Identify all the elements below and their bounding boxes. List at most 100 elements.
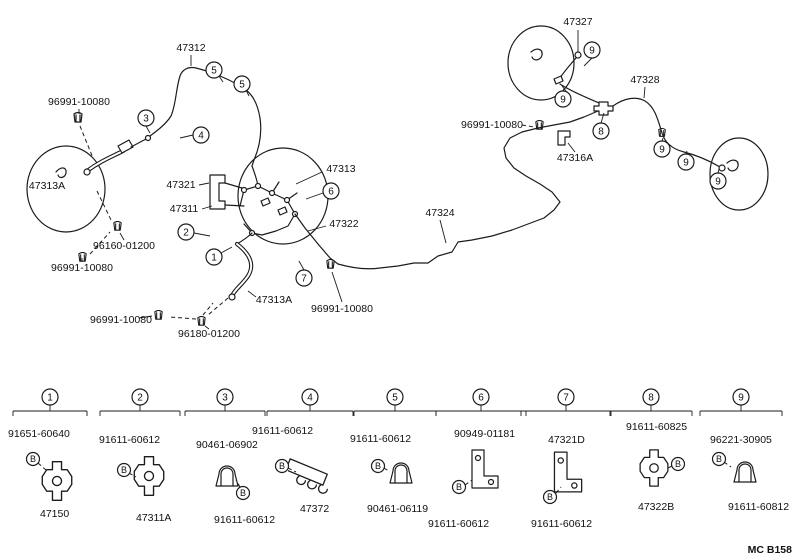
callout-9a: 9 [583, 41, 601, 67]
brake-line-47328 [612, 97, 769, 211]
callout-7: 7 [295, 260, 313, 287]
callout-5a-num: 5 [211, 66, 217, 77]
brake-line-47312 [149, 66, 262, 167]
callout-4: 4 [179, 126, 210, 144]
legend-part-bottom-9: 91611-60812 [728, 501, 789, 513]
part-label-47322: 47322 [329, 218, 358, 230]
legend-glyph-8 [639, 449, 669, 487]
legend-part-top-1: 91651-60640 [8, 428, 70, 440]
part-label-47327: 47327 [563, 16, 592, 28]
part-label-96160: 96160-01200 [93, 240, 155, 252]
callout-9e: 9 [709, 168, 727, 190]
part-label-47316A: 47316A [557, 152, 593, 164]
badge-b-1: B [30, 454, 36, 464]
badge-b-8: B [675, 459, 681, 469]
legend-part-bottom-3: 91611-60612 [214, 514, 275, 526]
figure-code: MC B158 [748, 544, 793, 556]
legend-glyph-1 [41, 461, 73, 501]
legend-part-bottom-6: 91611-60612 [428, 518, 489, 530]
legend-item-1: 1 91651-60640 B 47150 [8, 388, 88, 520]
callout-1: 1 [205, 246, 233, 266]
legend-part-bottom-2: 47311A [136, 512, 171, 524]
part-label-47313: 47313 [326, 163, 355, 175]
legend-part-top-4: 91611-60612 [252, 425, 313, 437]
legend-num-6: 6 [478, 393, 484, 404]
callout-8-num: 8 [598, 127, 604, 138]
callout-9b: 9 [554, 85, 572, 108]
callout-3: 3 [137, 109, 155, 134]
legend-num-4: 4 [307, 393, 313, 404]
callout-9d: 9 [677, 150, 695, 171]
clamp-96991-lower [154, 297, 229, 326]
legend-part-top-5: 91611-60612 [350, 433, 411, 445]
legend-part-bottom-7: 91611-60612 [531, 518, 592, 530]
badge-b-3: B [240, 488, 246, 498]
clamp-96160 [96, 190, 122, 231]
legend-glyph-9 [733, 461, 757, 483]
brake-line-47324 [337, 107, 604, 270]
legend-num-8: 8 [648, 393, 654, 404]
leader-96991-mid-rear [521, 124, 535, 128]
label-leaders [78, 55, 646, 330]
legend-item-3: 3 90461-06902 B 91611-60612 [184, 388, 275, 526]
callout-4-num: 4 [198, 131, 204, 142]
bracket-47316A [557, 130, 571, 146]
legend-num-9: 9 [738, 393, 744, 404]
legend-part-bottom-5: 90461-06119 [367, 503, 428, 515]
callout-3-num: 3 [143, 114, 149, 125]
callout-9b-num: 9 [560, 95, 566, 106]
badge-b-2: B [121, 465, 127, 475]
legend-part-top-6: 90949-01181 [454, 428, 515, 440]
part-label-47313A-lower: 47313A [256, 294, 292, 306]
badge-b-6: B [456, 482, 462, 492]
legend-num-7: 7 [563, 393, 569, 404]
callout-9d-num: 9 [683, 158, 689, 169]
legend-part-top-9: 96221-30905 [710, 434, 772, 446]
legend-glyph-5 [389, 462, 413, 484]
callout-5b-num: 5 [239, 80, 245, 91]
center-junction-cluster [209, 147, 339, 265]
callout-2: 2 [177, 223, 211, 241]
part-label-96991-d: 96991-10080 [311, 303, 373, 315]
callout-6-num: 6 [328, 187, 334, 198]
legend-item-5: 5 91611-60612 B 90461-06119 [350, 388, 437, 515]
callout-9c-num: 9 [659, 145, 665, 156]
front-left-hose-assembly [26, 134, 152, 233]
part-label-47313A-left: 47313A [29, 180, 65, 192]
legend-num-2: 2 [137, 393, 143, 404]
part-label-96991-b: 96991-10080 [461, 119, 523, 131]
legend-part-bottom-1: 47150 [40, 508, 69, 520]
callout-8: 8 [592, 112, 610, 140]
part-label-47312: 47312 [176, 42, 205, 54]
legend-item-7: 7 47321D B 91611-60612 [520, 388, 612, 530]
hose-47313A-lower [228, 241, 254, 301]
callout-5b: 5 [233, 75, 251, 97]
clamp-96991-front [73, 112, 94, 159]
part-label-96991-a: 96991-10080 [48, 96, 110, 108]
badge-b-5: B [375, 461, 381, 471]
legend-glyph-4 [288, 458, 328, 494]
part-label-47311: 47311 [170, 203, 199, 215]
legend-part-bottom-8: 47322B [638, 501, 674, 513]
legend-part-top-8: 91611-60825 [626, 421, 687, 433]
badge-b-7: B [547, 492, 553, 502]
callout-2-num: 2 [183, 228, 189, 239]
part-label-47321: 47321 [166, 179, 195, 191]
callout-5a: 5 [205, 61, 224, 83]
badge-b-9: B [716, 454, 722, 464]
legend-part-top-3: 90461-06902 [196, 439, 258, 451]
callout-1-num: 1 [211, 253, 217, 264]
part-label-96991-e: 96991-10080 [90, 314, 152, 326]
part-label-96991-c: 96991-10080 [51, 262, 113, 274]
badge-b-4: B [279, 461, 285, 471]
part-label-47328: 47328 [630, 74, 659, 86]
legend-item-9: 9 96221-30905 B 91611-60812 [699, 388, 789, 513]
callout-9a-num: 9 [589, 46, 595, 57]
legend-part-bottom-4: 47372 [300, 503, 329, 515]
callout-6: 6 [305, 182, 340, 200]
legend-item-8: 8 91611-60825 B 47322B [609, 388, 693, 513]
diagram-callouts: 5 5 3 4 6 2 1 7 [137, 41, 727, 287]
diagram-part-labels: 47327 47312 47328 96991-10080 96991-1008… [29, 16, 660, 340]
